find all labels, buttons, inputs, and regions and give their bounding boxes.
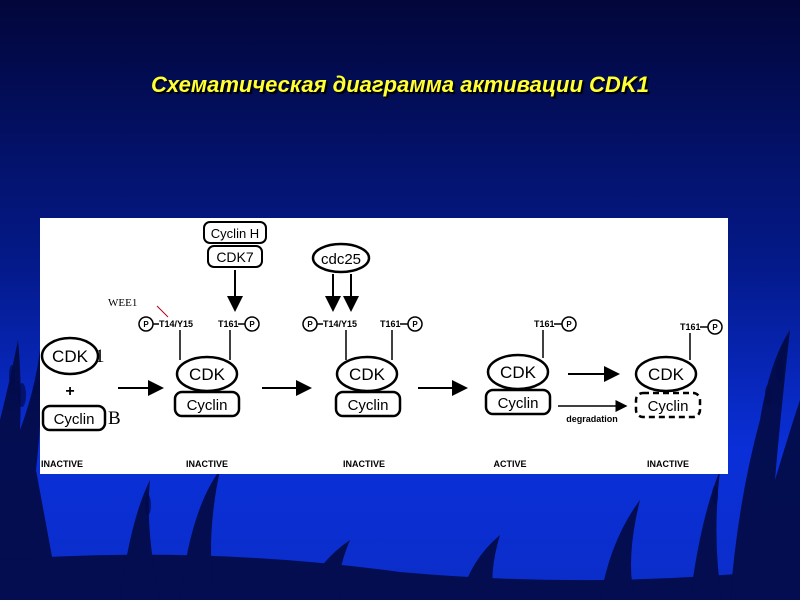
cak-cyclin-h-box: Cyclin H	[203, 221, 267, 244]
stage5-cyclin-label: Cyclin	[648, 398, 689, 415]
site-t161-stage5: T161	[680, 322, 701, 332]
stage-label-2: INACTIVE	[186, 459, 228, 469]
stage-label-1: INACTIVE	[41, 459, 83, 469]
stage5-complex: CDK Cyclin	[634, 355, 702, 419]
cyclin-suffix-letter: B	[108, 408, 121, 429]
cdk-suffix-letter: 1	[95, 346, 105, 367]
stage-label-5: INACTIVE	[647, 459, 689, 469]
initial-cyclin-node: Cyclin	[41, 404, 107, 432]
stage3-complex: CDK Cyclin	[334, 355, 402, 418]
phospho-p-1: P	[143, 320, 149, 329]
wee1-label: WEE1	[108, 297, 137, 309]
stage3-cyclin-label: Cyclin	[348, 397, 389, 414]
initial-cdk-label: CDK	[52, 347, 89, 366]
stage4-sites: T161 P	[534, 316, 577, 358]
plus-sign: +	[65, 383, 74, 400]
wee1-pointer	[156, 305, 169, 318]
stage4-cdk-label: CDK	[500, 363, 537, 382]
site-t161-stage3: T161	[380, 319, 401, 329]
phospho-p-4: P	[412, 320, 418, 329]
stage5-cdk-label: CDK	[648, 365, 685, 384]
cdc25-label: cdc25	[321, 251, 361, 268]
cyclin-h-label: Cyclin H	[211, 226, 259, 241]
site-t161-stage4: T161	[534, 319, 555, 329]
site-t14y15-stage3: T14/Y15	[323, 319, 357, 329]
degradation-label: degradation	[566, 414, 618, 424]
cdk1-activation-diagram: CDK + Cyclin INACTIVE Cyclin H CDK7 WEE1…	[40, 218, 728, 474]
phospho-p-6: P	[712, 323, 718, 332]
diagram-canvas: CDK + Cyclin INACTIVE Cyclin H CDK7 WEE1…	[40, 221, 723, 469]
stage3-sites: P T14/Y15 T161 P	[302, 316, 423, 360]
initial-cyclin-label: Cyclin	[54, 411, 95, 428]
stage2-complex: CDK Cyclin	[173, 355, 241, 418]
stage3-cdk-label: CDK	[349, 365, 386, 384]
phospho-p-5: P	[566, 320, 572, 329]
stage4-complex: CDK Cyclin	[484, 353, 552, 416]
stage-label-3: INACTIVE	[343, 459, 385, 469]
stage2-sites: P T14/Y15 T161 P	[138, 316, 260, 360]
phospho-p-3: P	[307, 320, 313, 329]
stage2-cyclin-label: Cyclin	[187, 397, 228, 414]
cak-cdk7-box: CDK7	[207, 245, 263, 268]
slide-title: Схематическая диаграмма активации CDK1	[151, 72, 649, 97]
stage4-cyclin-label: Cyclin	[498, 395, 539, 412]
stage2-cdk-label: CDK	[189, 365, 226, 384]
site-t161-stage2: T161	[218, 319, 239, 329]
stage5-sites: T161 P	[680, 319, 723, 360]
initial-cdk-node: CDK	[40, 336, 100, 376]
site-t14y15-stage2: T14/Y15	[159, 319, 193, 329]
cdk7-label: CDK7	[216, 249, 254, 265]
stage-label-4: ACTIVE	[493, 459, 526, 469]
cdc25-node: cdc25	[311, 242, 371, 274]
phospho-p-2: P	[249, 320, 255, 329]
